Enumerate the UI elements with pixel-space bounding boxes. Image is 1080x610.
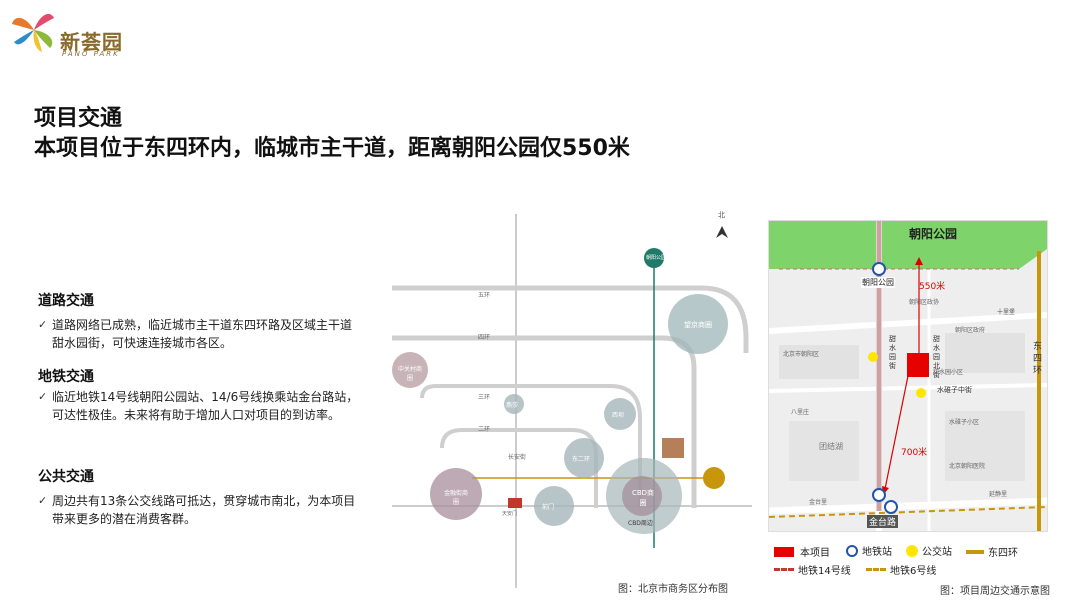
line14-swatch-icon bbox=[774, 568, 794, 571]
ring-label-4: 四环 bbox=[478, 334, 491, 341]
poi-label-7: 北京朝阳医院 bbox=[949, 463, 986, 470]
line6-swatch-icon bbox=[866, 568, 886, 571]
check-icon: ✓ bbox=[38, 318, 48, 331]
project-transport-map: 朝阳公园 朝阳公园 金台路 550米 700米 东四环 甜水园街 甜水园北街 水… bbox=[768, 220, 1048, 532]
legend-line14: 地铁14号线 bbox=[774, 562, 851, 577]
poi-label-10: 延静里 bbox=[989, 491, 1008, 498]
section-text-bus: 周边共有13条公交线路可抵达，贯穿城市南北，为本项目带来更多的潜在消费客群。 bbox=[52, 494, 356, 526]
poi-label-5: 水碓子小区 bbox=[949, 419, 980, 426]
legend-line14-label: 地铁14号线 bbox=[798, 566, 851, 577]
check-icon: ✓ bbox=[38, 390, 48, 403]
district-chaoyang-park: 朝阳公园 bbox=[646, 255, 667, 261]
district-qianmen: 前门 bbox=[542, 504, 555, 511]
legend-line6: 地铁6号线 bbox=[866, 562, 936, 577]
section-body-bus: ✓ 周边共有13条公交线路可抵达，贯穿城市南北，为本项目带来更多的潜在消费客群。 bbox=[38, 492, 360, 528]
page-subtitle: 本项目位于东四环内，临城市主干道，距离朝阳公园仅550米 bbox=[34, 136, 630, 161]
district-wangjing: 望京商圈 bbox=[684, 321, 712, 329]
ring-label-2: 二环 bbox=[478, 426, 491, 433]
street-tianshuiyuan-north: 甜水园北街 bbox=[933, 335, 940, 379]
map2-caption: 图：项目周边交通示意图 bbox=[940, 586, 1050, 597]
check-icon: ✓ bbox=[38, 494, 48, 507]
park-label: 朝阳公园 bbox=[909, 227, 958, 241]
section-title-bus: 公共交通 bbox=[38, 469, 94, 485]
district-cbd: CBD商圈 bbox=[631, 489, 655, 507]
station-jintailu-label: 金台路 bbox=[867, 515, 899, 528]
street-tianshuiyuan: 甜水园街 bbox=[889, 335, 896, 370]
business-district-map: 北 五环 四环 三环 二环 望京商圈 中关村商圈 燕莎 西坝 东二环 CBD商圈… bbox=[382, 208, 754, 595]
legend-subway-station: 地铁站 bbox=[846, 543, 892, 558]
legend-bus-stop: 公交站 bbox=[906, 543, 952, 558]
ring-label-5: 五环 bbox=[478, 292, 491, 299]
district-zhongguancun: 中关村商圈 bbox=[397, 366, 422, 382]
business-district-map-drawing bbox=[392, 214, 752, 588]
district-yansha: 燕莎 bbox=[506, 402, 519, 409]
section-text-subway: 临近地铁14号线朝阳公园站、14/6号线换乘站金台路站，可达性极佳。未来将有助于… bbox=[52, 390, 359, 422]
legend-subway-station-label: 地铁站 bbox=[862, 547, 892, 558]
bus-stop-icon bbox=[906, 544, 918, 557]
brand-subtitle: PANO PARK bbox=[62, 50, 120, 58]
ring-road-swatch-icon bbox=[966, 549, 984, 554]
street-shuiduizi: 水碓子中街 bbox=[937, 386, 972, 394]
legend-project: 本项目 bbox=[774, 544, 830, 559]
distance-550m: 550米 bbox=[919, 282, 946, 292]
north-label: 北 bbox=[718, 211, 725, 219]
street-shilibao: 十里堡 bbox=[997, 309, 1016, 316]
brand-name: 新荟园 bbox=[60, 30, 123, 54]
station-chaoyang-park-label: 朝阳公园 bbox=[861, 277, 895, 288]
poi-label-2: 北京市朝阳区 bbox=[783, 351, 820, 358]
project-transport-map-drawing bbox=[768, 221, 1048, 531]
poi-label-4: 朝阳区政府 bbox=[955, 327, 986, 334]
legend-east4-ring: 东四环 bbox=[966, 544, 1018, 559]
section-body-subway: ✓ 临近地铁14号线朝阳公园站、14/6号线换乘站金台路站，可达性极佳。未来将有… bbox=[38, 388, 360, 424]
cbd-surroundings-label: CBD周边 bbox=[628, 520, 653, 527]
poi-label-8: 金台里 bbox=[809, 499, 828, 506]
project-swatch-icon bbox=[774, 546, 794, 557]
brand-logo: 新荟园 PANO PARK bbox=[6, 4, 136, 60]
section-title-road: 道路交通 bbox=[38, 293, 94, 309]
section-body-road: ✓ 道路网络已成熟，临近城市主干道东四环路及区域主干道甜水园街，可快速连接城市各… bbox=[38, 316, 360, 352]
ring-road-label: 长安街 bbox=[508, 454, 527, 461]
section-text-road: 道路网络已成熟，临近城市主干道东四环路及区域主干道甜水园街，可快速连接城市各区。 bbox=[52, 318, 353, 350]
section-title-subway: 地铁交通 bbox=[38, 369, 94, 385]
tiananmen-label: 天安门 bbox=[502, 511, 518, 517]
poi-label-1: 朝阳区政协 bbox=[909, 299, 940, 306]
legend-project-label: 本项目 bbox=[800, 548, 830, 559]
legend-east4-ring-label: 东四环 bbox=[988, 548, 1018, 559]
legend-line6-label: 地铁6号线 bbox=[890, 566, 937, 577]
map1-caption: 图：北京市商务区分布图 bbox=[618, 584, 728, 595]
poi-label-3: 甜水园小区 bbox=[933, 369, 964, 376]
legend-bus-stop-label: 公交站 bbox=[922, 547, 952, 558]
district-xiba: 西坝 bbox=[612, 412, 625, 419]
district-east2: 东二环 bbox=[572, 456, 591, 463]
east4-label: 东四环 bbox=[1033, 342, 1043, 376]
subway-station-icon bbox=[846, 544, 858, 557]
district-finance-street: 金融街商圈 bbox=[443, 490, 468, 506]
poi-label-6: 团结湖 bbox=[819, 442, 843, 451]
logo-mark-icon bbox=[12, 14, 54, 52]
ring-label-3: 三环 bbox=[478, 394, 491, 401]
page-title: 项目交通 bbox=[34, 106, 123, 131]
distance-700m: 700米 bbox=[901, 448, 928, 458]
poi-label-9: 八里庄 bbox=[791, 409, 810, 416]
